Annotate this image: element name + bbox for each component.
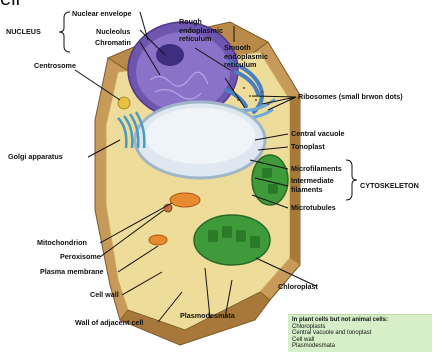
label-plasma-membrane: Plasma membrane [40,268,104,277]
label-golgi: Golgi apparatus [8,153,63,162]
note-item: Cell wall [292,337,428,344]
group-label-cytoskeleton: CYTOSKELETON [360,182,419,191]
label-rough-er: Rough endoplasmic reticulum [179,18,234,44]
label-central-vacuole: Central vacuole [291,130,345,139]
label-cell-wall: Cell wall [90,291,119,300]
label-nuclear-envelope: Nuclear envelope [72,10,132,19]
label-tonoplast: Tonoplast [291,143,325,152]
label-chromatin: Chromatin [95,39,131,48]
cytoskeleton-brace [346,160,357,200]
label-centrosome: Centrosome [34,62,76,71]
note-item: Chloroplasts [292,324,428,331]
label-microfilaments: Microfilaments [291,165,342,174]
label-intermediate-filaments: Intermediate filaments [291,177,341,194]
label-microtubules: Microtubules [291,204,336,213]
label-mitochondrion: Mitochondrion [37,239,87,248]
label-smooth-er: Smooth endoplasmic reticulum [224,44,282,70]
note-item: Central vacuole and tonoplast [292,330,428,337]
label-peroxisome: Peroxisome [60,253,101,262]
nucleus-brace [59,12,70,52]
mitochondrion-shape-2 [149,235,167,245]
vacuole-highlight [145,108,255,164]
label-chloroplast: Chloroplast [278,283,318,292]
mitochondrion-shape [170,193,200,207]
note-list: Chloroplasts Central vacuole and tonopla… [292,324,428,350]
chloroplast-shape-2 [252,155,288,205]
plant-only-note: In plant cells but not animal cells: Chl… [288,314,432,352]
label-nucleolus: Nucleolus [96,28,130,37]
label-plasmodesmata: Plasmodesmata [180,312,235,321]
note-title: In plant cells but not animal cells: [292,317,428,324]
note-item: Plasmodesmata [292,343,428,350]
label-ribosomes: Ribosomes (small brwon dots) [298,93,403,102]
nucleus-interior [136,32,230,112]
group-label-nucleus: NUCLEUS [6,28,41,37]
label-wall-adjacent: Wall of adjacent cell [75,319,143,328]
nucleolus-shape [156,44,184,66]
centrosome-shape [118,97,130,109]
